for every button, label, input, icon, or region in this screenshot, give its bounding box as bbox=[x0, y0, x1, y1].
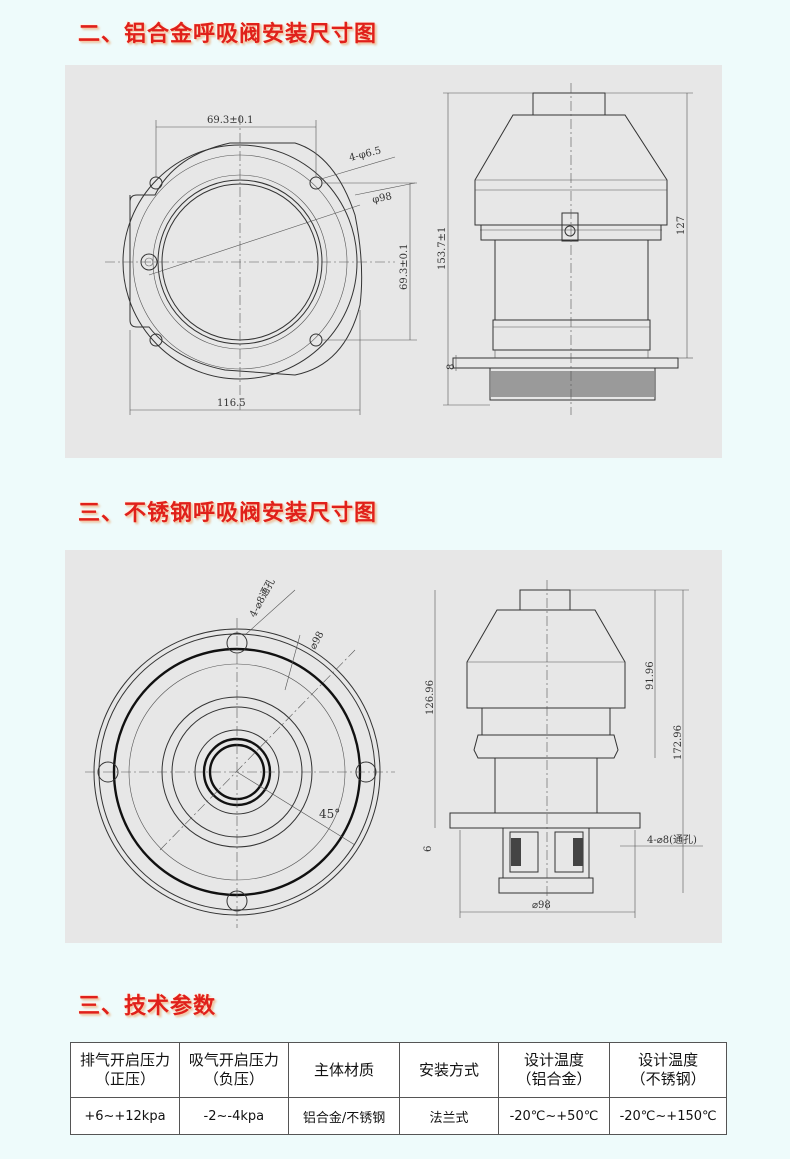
value-temp-stainless: -20℃~+150℃ bbox=[609, 1097, 727, 1135]
spec-section-title: 三、技术参数 bbox=[78, 994, 217, 1019]
aluminum-section-title: 二、铝合金呼吸阀安装尺寸图 bbox=[78, 22, 378, 47]
header-exhaust-pressure: 排气开启压力 （正压） bbox=[70, 1042, 180, 1098]
dim-holes: 4-φ6.5 bbox=[348, 145, 382, 164]
dim-diameter: ⌀98 bbox=[308, 630, 327, 652]
header-install-method: 安装方式 bbox=[399, 1042, 499, 1098]
value-intake-pressure: -2~-4kpa bbox=[178, 1097, 289, 1135]
dim-height-total: 172.96 bbox=[673, 725, 684, 760]
header-temp-stainless: 设计温度 （不锈钢） bbox=[609, 1042, 727, 1098]
aluminum-drawing-panel: 69.3±0.1 4-φ6.5 φ98 69.3±0.1 116.5 bbox=[65, 65, 722, 458]
dim-total-height: 153.7±1 bbox=[437, 227, 448, 270]
dim-through-holes: 4-⌀8通孔 bbox=[247, 577, 277, 620]
value-exhaust-pressure: +6~+12kpa bbox=[70, 1097, 180, 1135]
value-temp-aluminum: -20℃~+50℃ bbox=[497, 1097, 611, 1135]
spec-table-value-row: +6~+12kpa -2~-4kpa 铝合金/不锈钢 法兰式 -20℃~+50℃… bbox=[70, 1097, 727, 1135]
stainless-drawing: 4-⌀8通孔 ⌀98 45° 126.96 91.96 172.96 4-⌀8(… bbox=[85, 577, 703, 928]
value-material: 铝合金/不锈钢 bbox=[287, 1097, 401, 1135]
spec-table: 排气开启压力 （正压） 吸气开启压力 （负压） 主体材质 安装方式 设计温度 （… bbox=[70, 1042, 727, 1135]
dim-angle: 45° bbox=[319, 807, 340, 821]
dim-width: 116.5 bbox=[217, 398, 246, 409]
aluminum-drawing: 69.3±0.1 4-φ6.5 φ98 69.3±0.1 116.5 bbox=[105, 83, 693, 415]
dim-diameter: φ98 bbox=[371, 191, 393, 206]
dim-height-left: 126.96 bbox=[425, 680, 436, 715]
dim-flange: 6 bbox=[423, 846, 434, 852]
stainless-drawing-panel: 4-⌀8通孔 ⌀98 45° 126.96 91.96 172.96 4-⌀8(… bbox=[65, 550, 722, 943]
header-intake-pressure: 吸气开启压力 （负压） bbox=[178, 1042, 289, 1098]
header-temp-aluminum: 设计温度 （铝合金） bbox=[497, 1042, 611, 1098]
knurl-pattern bbox=[491, 371, 654, 397]
dim-bolt-spacing-v: 69.3±0.1 bbox=[399, 243, 410, 290]
dim-height-upper: 91.96 bbox=[645, 661, 656, 690]
stainless-section-title: 三、不锈钢呼吸阀安装尺寸图 bbox=[78, 501, 378, 526]
header-material: 主体材质 bbox=[287, 1042, 401, 1098]
value-install-method: 法兰式 bbox=[399, 1097, 499, 1135]
dim-bottom-diameter: ⌀98 bbox=[532, 900, 551, 911]
dim-holes-right: 4-⌀8(通孔) bbox=[647, 834, 697, 846]
dim-body-height: 127 bbox=[676, 216, 687, 235]
dim-flange: 8 bbox=[446, 364, 457, 370]
spec-table-header-row: 排气开启压力 （正压） 吸气开启压力 （负压） 主体材质 安装方式 设计温度 （… bbox=[70, 1042, 727, 1098]
dim-bolt-spacing-h: 69.3±0.1 bbox=[207, 115, 254, 126]
